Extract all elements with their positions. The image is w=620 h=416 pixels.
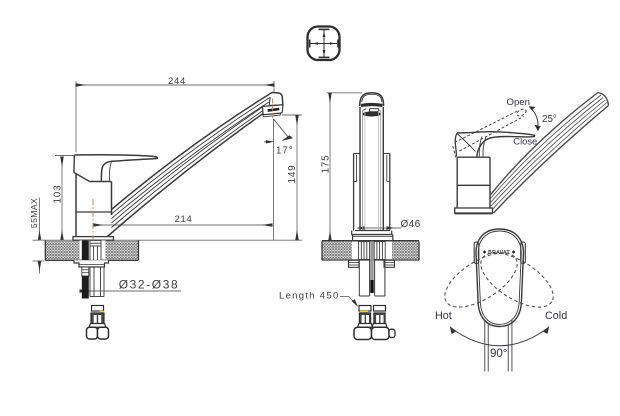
svg-text:Ø32-Ø38: Ø32-Ø38 <box>119 278 180 292</box>
svg-text:Hot: Hot <box>435 310 452 322</box>
svg-text:214: 214 <box>175 214 193 225</box>
svg-text:55MAX: 55MAX <box>29 198 39 228</box>
svg-text:25°: 25° <box>542 114 557 125</box>
svg-text:175: 175 <box>320 154 331 173</box>
svg-text:244: 244 <box>168 76 186 87</box>
svg-text:Length 450: Length 450 <box>279 291 340 302</box>
svg-text:Close: Close <box>513 136 537 147</box>
svg-text:17°: 17° <box>276 145 294 156</box>
svg-text:149: 149 <box>287 164 298 183</box>
svg-text:90°: 90° <box>490 348 507 360</box>
svg-text:BRAVAT: BRAVAT <box>488 250 510 256</box>
svg-text:Open: Open <box>507 97 530 108</box>
svg-text:Ø46: Ø46 <box>401 219 421 230</box>
svg-text:Cold: Cold <box>545 310 567 322</box>
svg-text:103: 103 <box>52 184 63 203</box>
